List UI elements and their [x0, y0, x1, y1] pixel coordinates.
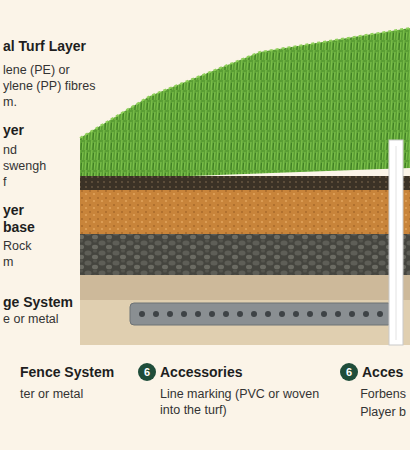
description-text: Line marking (PVC or woven into the turf… [160, 386, 342, 418]
fence-post [389, 140, 403, 345]
description-text: lene (PE) or [3, 62, 70, 78]
grass-surface [80, 28, 410, 180]
base-layer [80, 275, 410, 300]
soil-layer [80, 176, 410, 190]
description-text: m. [3, 94, 17, 110]
callout-number: 6 [340, 363, 358, 381]
description-text: ylene (PP) fibres [3, 78, 95, 94]
description-text: nd [3, 142, 17, 158]
description-text: swengh [3, 158, 46, 174]
description-text: e or metal [3, 311, 59, 327]
heading-text: ge System [3, 294, 73, 311]
heading-text: Accessories [160, 364, 243, 381]
description-text: ter or metal [20, 386, 83, 402]
rock-layer [80, 234, 410, 275]
heading-text: Acces [362, 364, 403, 381]
heading-text: yer [3, 202, 24, 219]
sand-layer [80, 190, 410, 234]
heading-text: base [3, 219, 35, 236]
heading-text: yer [3, 122, 24, 139]
pipe-holes [139, 311, 383, 317]
grass-tips [80, 28, 410, 138]
fence-line [396, 146, 397, 340]
description-text: Forbens [360, 386, 406, 402]
description-text: Player b [360, 404, 406, 420]
description-text: f [3, 174, 6, 190]
subsoil-layer [80, 300, 410, 345]
description-text: Rock [3, 238, 31, 254]
description-text: m [3, 254, 13, 270]
heading-text: al Turf Layer [3, 38, 86, 55]
heading-text: Fence System [20, 364, 114, 381]
callout-number: 6 [138, 363, 156, 381]
drain-pipe [130, 303, 392, 325]
